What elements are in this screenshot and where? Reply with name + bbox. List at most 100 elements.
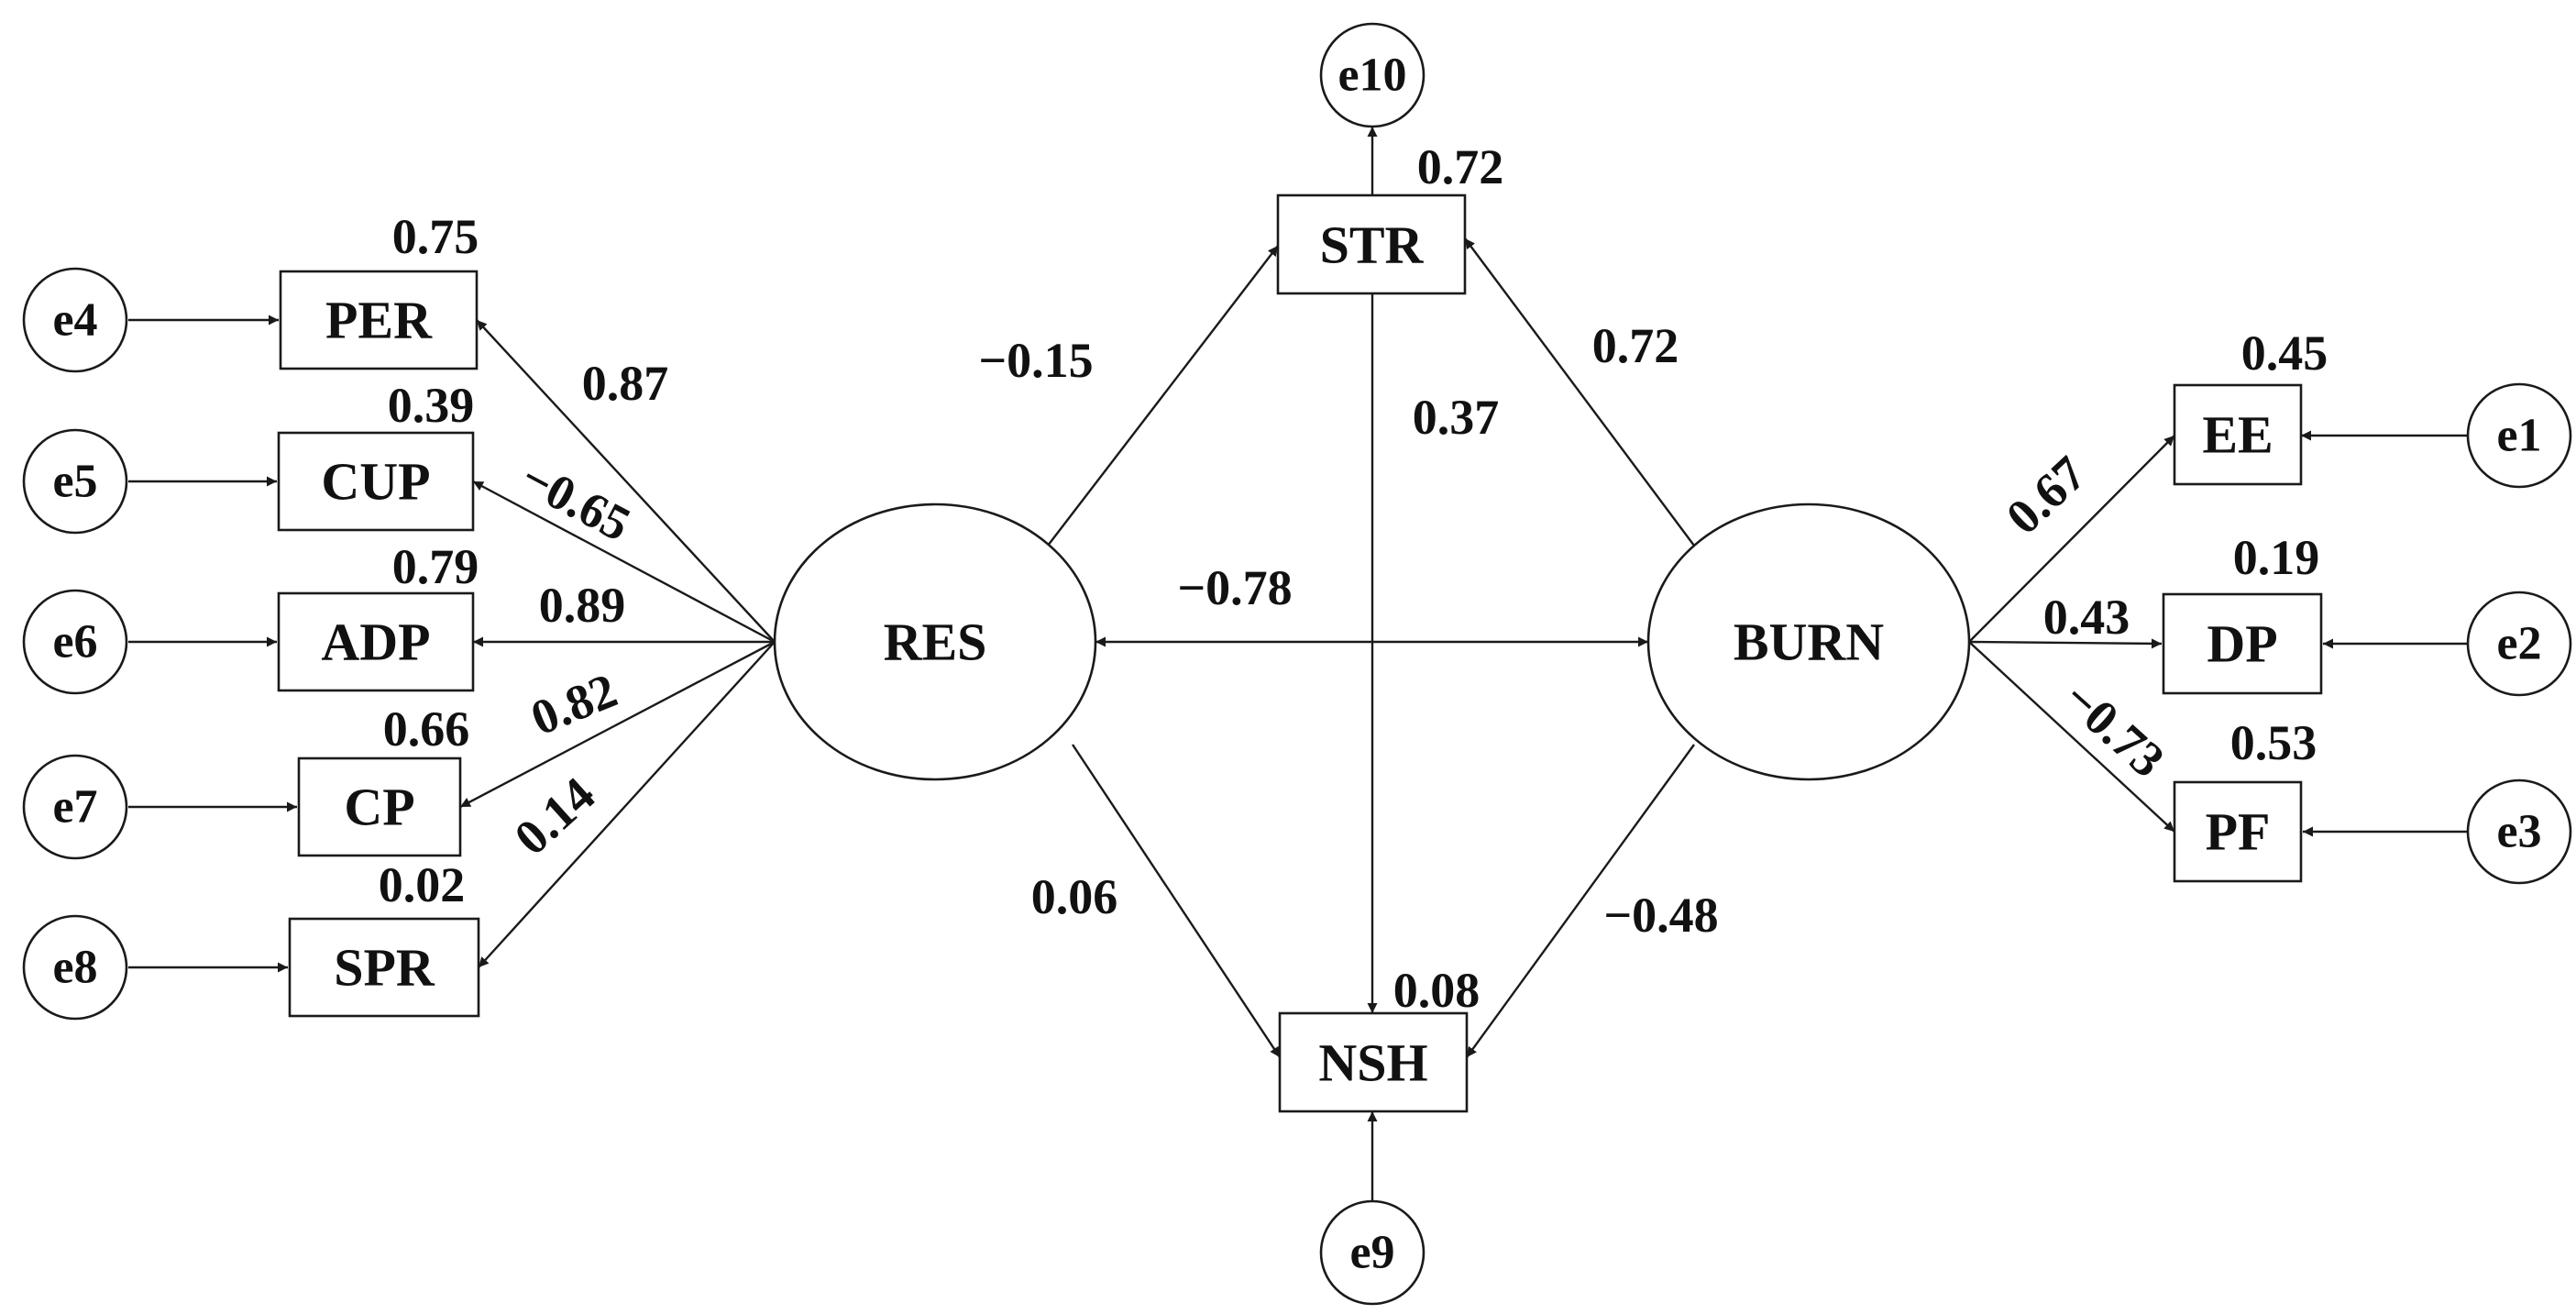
r2-nsh: 0.08 [1393, 963, 1481, 1018]
error-e4-label: e4 [52, 294, 97, 347]
r2-spr: 0.02 [379, 857, 466, 912]
error-e3-label: e3 [2496, 806, 2541, 858]
r2-adp: 0.79 [392, 539, 479, 594]
error-e5-label: e5 [52, 456, 97, 508]
error-e2: e2 [2466, 591, 2572, 697]
error-e9-label: e9 [1349, 1227, 1394, 1279]
observed-nsh-box [1278, 1011, 1469, 1113]
observed-adp: ADP [277, 591, 475, 692]
error-e6-label: e6 [52, 616, 97, 668]
latent-res-label: RES [884, 613, 987, 672]
observed-spr-box [288, 917, 480, 1018]
error-e8: e8 [22, 914, 128, 1021]
observed-dp-box [2162, 592, 2323, 695]
arrow-burn-pf [1968, 641, 2175, 833]
error-e3: e3 [2466, 778, 2572, 885]
observed-adp-box [277, 591, 475, 692]
coef-burn-str: 0.72 [1592, 318, 1679, 373]
r2-dp: 0.19 [2233, 530, 2320, 585]
error-e4-circle [22, 267, 128, 373]
error-e7-label: e7 [52, 781, 97, 834]
coef-burn-nsh: −0.48 [1603, 888, 1718, 943]
error-e4: e4 [22, 267, 128, 373]
r2-cp: 0.66 [383, 701, 470, 756]
coef-res-adp: 0.89 [539, 578, 626, 633]
coef-res-spr: 0.14 [504, 767, 605, 866]
latent-res: RES [773, 502, 1097, 781]
coef-res-nsh: 0.06 [1031, 869, 1118, 924]
observed-per-label: PER [325, 291, 433, 350]
error-e1: e1 [2466, 382, 2572, 489]
coef-res-cp: 0.82 [523, 662, 624, 745]
observed-pf-box [2173, 780, 2303, 883]
observed-adp-label: ADP [321, 613, 430, 672]
arrow-res-cp [459, 640, 776, 809]
error-e10: e10 [1319, 22, 1426, 128]
error-e6-circle [22, 589, 128, 695]
observed-str: STR [1276, 193, 1467, 295]
arrow-burn-dp [1968, 638, 2163, 649]
arrow-burn-ee [1968, 435, 2175, 643]
observed-dp-label: DP [2207, 614, 2277, 674]
error-e3-circle [2466, 778, 2572, 885]
arrow-res-nsh [1071, 744, 1282, 1058]
r2-per: 0.75 [392, 209, 479, 264]
r2-cup: 0.39 [388, 378, 475, 433]
error-e1-label: e1 [2496, 410, 2541, 462]
r2-str: 0.72 [1417, 139, 1504, 194]
coef-res-str: −0.15 [978, 333, 1093, 388]
coef-res-burn: −0.78 [1177, 560, 1292, 615]
error-e10-circle [1319, 22, 1426, 128]
arrow-burn-nsh [1466, 744, 1695, 1058]
arrow-res-per [476, 319, 776, 643]
error-e2-label: e2 [2496, 618, 2541, 670]
observed-ee: EE [2173, 383, 2303, 486]
error-e2-circle [2466, 591, 2572, 697]
observed-cup-label: CUP [321, 452, 430, 512]
observed-nsh-label: NSH [1318, 1033, 1427, 1093]
latent-burn: BURN [1646, 502, 1971, 781]
observed-dp: DP [2162, 592, 2323, 695]
observed-cup: CUP [277, 431, 475, 532]
observed-spr: SPR [288, 917, 480, 1018]
error-e9: e9 [1319, 1199, 1426, 1306]
r2-ee: 0.45 [2241, 326, 2328, 381]
error-e8-circle [22, 914, 128, 1021]
observed-per: PER [279, 270, 479, 370]
latent-burn-ellipse [1646, 502, 1971, 781]
coef-burn-dp: 0.43 [2043, 590, 2130, 645]
observed-str-label: STR [1320, 215, 1425, 275]
observed-cp-box [297, 756, 462, 857]
observed-nsh: NSH [1278, 1011, 1469, 1113]
observed-pf-label: PF [2206, 802, 2271, 862]
error-e6: e6 [22, 589, 128, 695]
arrow-burn-str [1464, 237, 1695, 547]
arrow-res-str [1047, 245, 1279, 547]
latent-burn-label: BURN [1734, 613, 1884, 672]
error-e5-circle [22, 428, 128, 535]
error-e8-label: e8 [52, 942, 97, 994]
observed-cup-box [277, 431, 475, 532]
coef-burn-pf: −0.73 [2053, 670, 2174, 788]
observed-per-box [279, 270, 479, 370]
arrow-res-spr [478, 641, 776, 968]
coef-str-nsh: 0.37 [1413, 390, 1500, 445]
coef-res-per: 0.87 [582, 356, 669, 411]
r2-pf: 0.53 [2230, 715, 2317, 770]
error-e10-label: e10 [1338, 50, 1406, 102]
observed-pf: PF [2173, 780, 2303, 883]
observed-str-box [1276, 193, 1467, 295]
latent-res-ellipse [773, 502, 1097, 781]
error-e7-circle [22, 754, 128, 860]
arrow-res-cup [472, 480, 776, 644]
error-e5: e5 [22, 428, 128, 535]
error-e1-circle [2466, 382, 2572, 489]
observed-spr-label: SPR [334, 938, 435, 998]
observed-cp-label: CP [344, 778, 414, 837]
error-e7: e7 [22, 754, 128, 860]
observed-cp: CP [297, 756, 462, 857]
observed-ee-box [2173, 383, 2303, 486]
error-e9-circle [1319, 1199, 1426, 1306]
observed-ee-label: EE [2202, 405, 2273, 465]
